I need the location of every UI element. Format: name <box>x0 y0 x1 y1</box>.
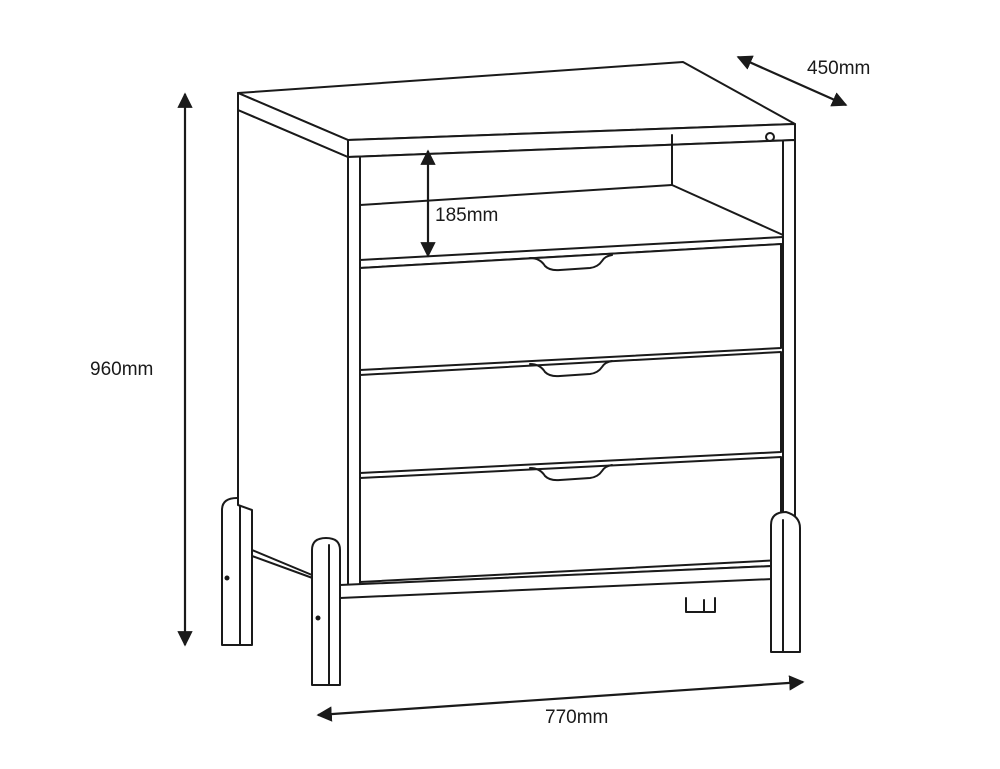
open-shelf <box>359 134 784 269</box>
front-left-leg <box>311 537 341 686</box>
drawer-1[interactable] <box>359 243 782 371</box>
left-side-panel <box>237 109 349 591</box>
top-slab <box>237 61 796 158</box>
height-label: 960mm <box>90 359 154 380</box>
back-foot <box>685 597 716 613</box>
depth-dimension-arrow <box>736 55 848 107</box>
shelf-height-label: 185mm <box>435 205 499 226</box>
drawer-3[interactable] <box>359 456 782 583</box>
width-dimension-arrow <box>316 675 805 722</box>
cable-hole <box>765 132 775 142</box>
front-right-leg <box>770 511 801 653</box>
width-label: 770mm <box>545 707 609 728</box>
drawer-2[interactable] <box>359 351 782 474</box>
back-left-leg <box>221 497 253 646</box>
depth-label: 450mm <box>807 58 871 79</box>
